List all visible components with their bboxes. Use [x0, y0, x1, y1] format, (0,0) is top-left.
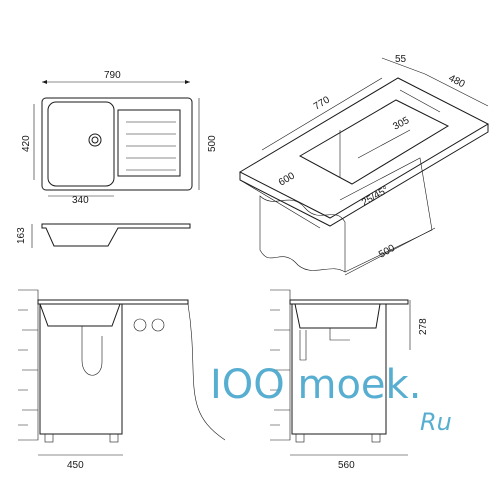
dim-bowl-height: 420 — [21, 135, 32, 152]
perspective-view: 55 480 770 305 600 25/45° 500 — [238, 54, 490, 276]
overflow-outlet-right — [151, 318, 165, 332]
sink-outline — [41, 97, 193, 191]
dim-persp-bowl: 305 — [391, 115, 411, 133]
drainboard — [117, 109, 181, 177]
watermark: IOO moek. Ru — [210, 362, 452, 436]
dim-cab-right-width: 560 — [338, 460, 355, 471]
drain-outer — [88, 133, 102, 147]
watermark-main: IOO moek. — [210, 362, 421, 408]
dim-persp-depth: 480 — [447, 73, 467, 91]
top-view: 790 420 500 340 — [21, 70, 218, 206]
dim-bowl-width: 340 — [72, 195, 89, 206]
dim-depth: 500 — [207, 135, 218, 152]
dim-persp-angle: 25/45° — [360, 185, 391, 209]
dim-top-width: 790 — [104, 70, 121, 81]
dim-persp-front: 600 — [277, 170, 297, 188]
side-profile: 163 — [16, 223, 191, 248]
watermark-sub: Ru — [420, 408, 452, 436]
cabinet-section-left: 450 — [18, 289, 226, 471]
dim-persp-thickness: 55 — [395, 54, 407, 65]
dim-cab-right-height: 278 — [418, 318, 429, 335]
dim-cab-left-width: 450 — [67, 460, 84, 471]
sink-bowl — [47, 101, 115, 187]
drain-inner — [91, 136, 99, 144]
cabinet-section-right: 278 560 — [270, 289, 429, 471]
dim-persp-cabinet: 500 — [377, 243, 397, 261]
dim-profile-height: 163 — [16, 227, 27, 244]
overflow-outlet-left — [133, 318, 147, 332]
